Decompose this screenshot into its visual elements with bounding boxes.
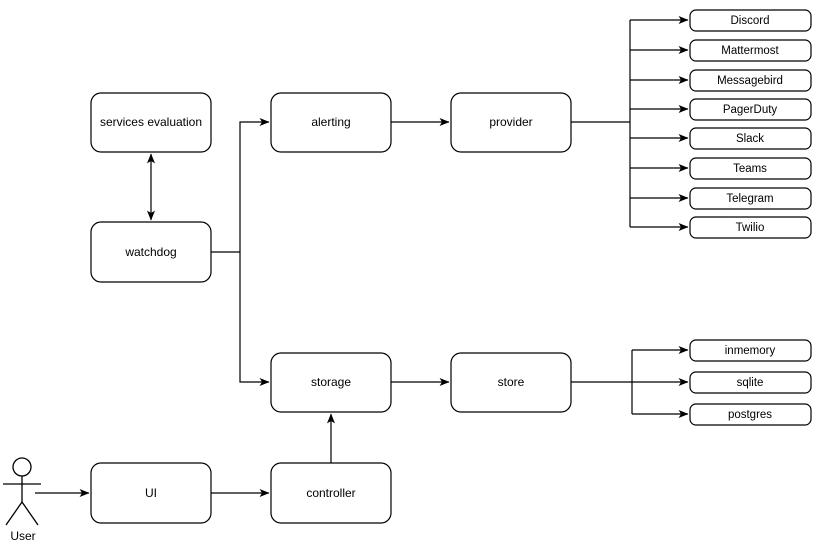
provider-target-messagebird-box[interactable] <box>689 69 812 92</box>
user-actor[interactable]: User <box>3 457 41 543</box>
node-provider[interactable]: provider <box>450 92 572 153</box>
node-provider-label: provider <box>489 115 532 129</box>
actor-leg-left <box>5 501 23 526</box>
provider-target-mattermost-box[interactable] <box>689 39 812 62</box>
provider-target-pagerduty-box[interactable] <box>689 98 812 121</box>
node-storage-box[interactable] <box>270 352 392 413</box>
provider-target-discord-label: Discord <box>731 15 770 27</box>
node-store-label: store <box>498 375 525 389</box>
node-alerting-label: alerting <box>311 115 350 129</box>
node-ui-label: UI <box>145 486 157 500</box>
store-target-inmemory-label: inmemory <box>725 345 776 357</box>
provider-target-messagebird-label: Messagebird <box>717 75 783 87</box>
node-store-box[interactable] <box>450 352 572 413</box>
edge-watchdog-storage <box>239 252 270 386</box>
user-actor-label: User <box>10 529 35 543</box>
provider-target-pagerduty[interactable]: PagerDuty <box>689 98 812 121</box>
provider-target-teams[interactable]: Teams <box>689 157 812 180</box>
store-target-postgres-label: postgres <box>728 409 772 421</box>
provider-target-slack-box[interactable] <box>689 127 812 150</box>
store-target-postgres[interactable]: postgres <box>689 403 812 426</box>
store-target-postgres-box[interactable] <box>689 403 812 426</box>
node-store[interactable]: store <box>450 352 572 413</box>
provider-target-twilio-box[interactable] <box>689 216 812 239</box>
store-target-sqlite-label: sqlite <box>737 377 764 389</box>
store-target-inmemory[interactable]: inmemory <box>689 339 812 362</box>
node-watchdog-label: watchdog <box>124 245 176 259</box>
node-services-evaluation-box[interactable] <box>90 92 212 153</box>
provider-target-teams-label: Teams <box>733 163 767 175</box>
node-watchdog-box[interactable] <box>90 221 212 283</box>
store-target-inmemory-box[interactable] <box>689 339 812 362</box>
provider-target-mattermost-label: Mattermost <box>721 45 779 57</box>
provider-target-discord-box[interactable] <box>689 9 812 32</box>
provider-target-teams-box[interactable] <box>689 157 812 180</box>
provider-target-mattermost[interactable]: Mattermost <box>689 39 812 62</box>
provider-target-pagerduty-label: PagerDuty <box>723 104 778 116</box>
provider-target-slack-label: Slack <box>736 133 764 145</box>
node-alerting[interactable]: alerting <box>270 92 392 153</box>
provider-target-twilio[interactable]: Twilio <box>689 216 812 239</box>
node-controller[interactable]: controller <box>270 462 392 524</box>
node-ui[interactable]: UI <box>90 462 212 524</box>
node-ui-box[interactable] <box>90 462 212 524</box>
provider-target-telegram[interactable]: Telegram <box>689 187 812 210</box>
node-storage[interactable]: storage <box>270 352 392 413</box>
provider-target-twilio-label: Twilio <box>736 222 765 234</box>
provider-target-slack[interactable]: Slack <box>689 127 812 150</box>
edge-watchdog-alerting <box>211 118 270 253</box>
node-services-evaluation[interactable]: services evaluation <box>90 92 212 153</box>
provider-target-telegram-box[interactable] <box>689 187 812 210</box>
node-controller-box[interactable] <box>270 462 392 524</box>
node-provider-box[interactable] <box>450 92 572 153</box>
actor-leg-right <box>21 501 39 526</box>
node-storage-label: storage <box>311 375 351 389</box>
store-target-sqlite[interactable]: sqlite <box>689 371 812 394</box>
actor-head-icon <box>12 457 32 477</box>
node-watchdog[interactable]: watchdog <box>90 221 212 283</box>
provider-target-discord[interactable]: Discord <box>689 9 812 32</box>
provider-target-messagebird[interactable]: Messagebird <box>689 69 812 92</box>
store-target-sqlite-box[interactable] <box>689 371 812 394</box>
edge-layer <box>35 16 689 497</box>
provider-target-telegram-label: Telegram <box>726 193 773 205</box>
node-alerting-box[interactable] <box>270 92 392 153</box>
node-services-evaluation-label: services evaluation <box>100 115 202 129</box>
node-controller-label: controller <box>306 486 355 500</box>
